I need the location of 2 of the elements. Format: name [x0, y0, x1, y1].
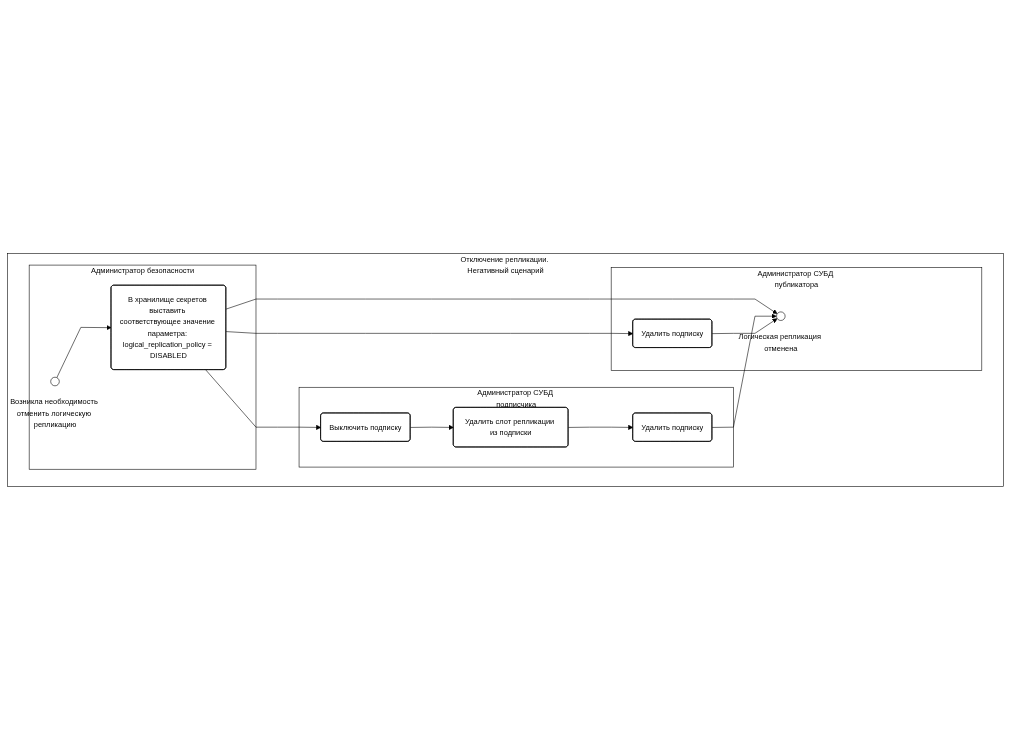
node-circle [776, 311, 786, 322]
node-circle [50, 377, 60, 387]
